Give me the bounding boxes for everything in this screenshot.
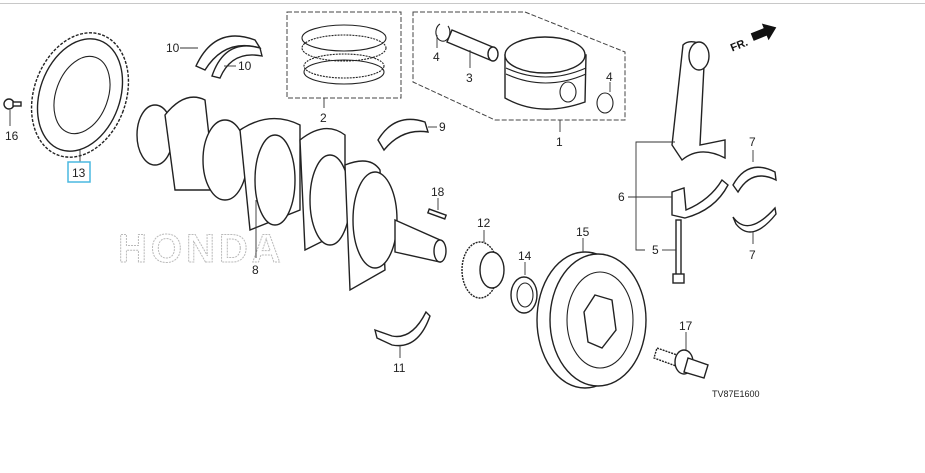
part-5-rod-bolt[interactable] (672, 219, 685, 284)
callout-14[interactable]: 14 (518, 249, 532, 263)
part-4-snap-ring[interactable] (435, 23, 451, 42)
callout-17[interactable]: 17 (679, 319, 693, 333)
arrow-icon (750, 23, 777, 41)
part-11-bearing[interactable] (374, 310, 431, 347)
callout-12[interactable]: 12 (477, 216, 491, 230)
callout-16[interactable]: 16 (5, 129, 19, 143)
callout-4b[interactable]: 4 (606, 70, 613, 84)
part-10-thrust-washers[interactable] (195, 35, 263, 79)
callout-18[interactable]: 18 (431, 185, 445, 199)
part-16-bolt[interactable] (3, 98, 22, 110)
callout-5[interactable]: 5 (652, 243, 659, 257)
part-1-piston[interactable] (504, 36, 587, 110)
direction-label: FR. (729, 37, 750, 55)
callout-1[interactable]: 1 (556, 135, 563, 149)
top-divider (0, 3, 925, 4)
part-connecting-rod[interactable] (671, 41, 726, 162)
callout-10a[interactable]: 10 (166, 41, 180, 55)
part-14-seal[interactable] (510, 276, 538, 314)
part-17-pulley-bolt[interactable] (653, 347, 709, 379)
callout-13[interactable]: 13 (72, 166, 86, 180)
callout-3[interactable]: 3 (466, 71, 473, 85)
part-3-piston-pin[interactable] (446, 29, 499, 62)
part-9-main-bearing[interactable] (377, 118, 429, 152)
callout-2[interactable]: 2 (320, 111, 327, 125)
part-13-ring-gear[interactable] (15, 19, 145, 171)
front-direction-indicator: FR. (729, 23, 777, 55)
part-8-crankshaft[interactable] (136, 96, 447, 292)
callout-8[interactable]: 8 (252, 263, 259, 277)
part-12-sprocket[interactable] (461, 241, 505, 299)
selected-part-box (67, 161, 91, 183)
callout-11[interactable]: 11 (393, 361, 406, 375)
callout-7b[interactable]: 7 (749, 248, 756, 262)
callout-10b[interactable]: 10 (238, 59, 252, 73)
callout-6[interactable]: 6 (618, 190, 625, 204)
part-18-key[interactable] (426, 208, 448, 220)
part-4-snap-ring-2[interactable] (596, 92, 614, 114)
diagram-code: TV87E1600 (712, 389, 760, 399)
part-2-piston-rings[interactable] (301, 24, 387, 85)
part-7-rod-bearing[interactable] (732, 166, 777, 194)
callout-7a[interactable]: 7 (749, 135, 756, 149)
callout-9[interactable]: 9 (439, 120, 446, 134)
part-7-rod-bearing-2[interactable] (732, 206, 777, 233)
callout-4a[interactable]: 4 (433, 50, 440, 64)
callout-15[interactable]: 15 (576, 225, 590, 239)
part-6-rod-cap[interactable] (671, 178, 729, 219)
honda-watermark: HONDA (118, 227, 285, 271)
part-15-pulley[interactable] (536, 251, 647, 389)
